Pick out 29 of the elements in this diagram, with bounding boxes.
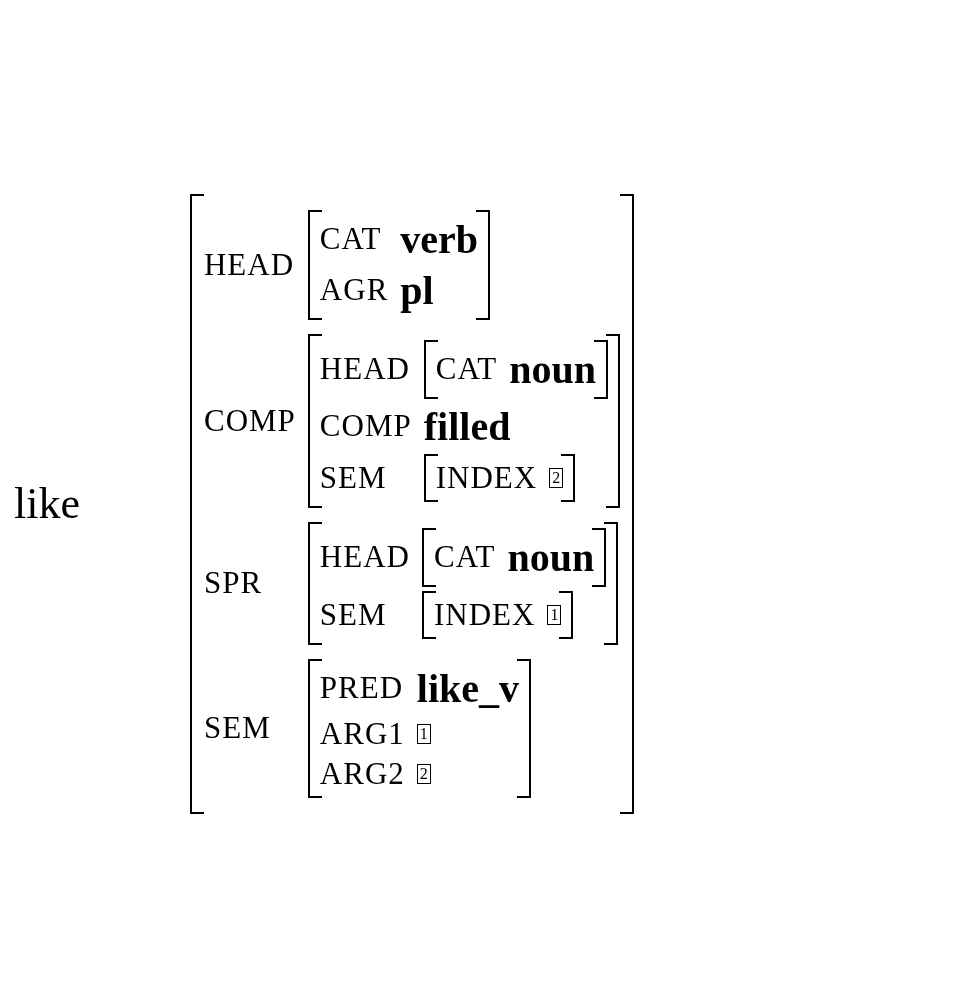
feature-value: pl <box>400 266 434 314</box>
feature-label: SPR <box>204 565 263 601</box>
index-tag: 1 <box>416 723 431 744</box>
feature-label: HEAD <box>319 351 410 387</box>
word-label: like <box>14 478 80 529</box>
index-tag: 1 <box>547 604 562 625</box>
index-tag: 2 <box>416 763 431 784</box>
feature-label: COMP <box>319 408 412 444</box>
feature-label: AGR <box>319 272 389 308</box>
feature-label: ARG2 <box>319 755 405 792</box>
feature-value: noun <box>509 345 597 393</box>
feature-value: verb <box>400 215 479 263</box>
feature-label: SEM <box>204 710 271 746</box>
feature-label: INDEX <box>433 596 536 633</box>
feature-value: like_v <box>416 664 520 712</box>
feature-label: HEAD <box>204 246 295 283</box>
feature-label: PRED <box>319 670 404 706</box>
feature-label: ARG1 <box>319 715 405 752</box>
feature-value: noun <box>507 533 595 581</box>
feature-label: CAT <box>319 221 382 257</box>
feature-label: HEAD <box>319 539 410 575</box>
feature-label: CAT <box>435 351 498 387</box>
feature-label: SEM <box>319 459 387 496</box>
feature-label: INDEX <box>435 459 538 496</box>
feature-label: COMP <box>204 402 296 439</box>
feature-value: filled <box>423 402 511 450</box>
feature-label: SEM <box>319 596 387 633</box>
feature-label: CAT <box>433 539 496 575</box>
index-tag: 2 <box>549 467 564 488</box>
